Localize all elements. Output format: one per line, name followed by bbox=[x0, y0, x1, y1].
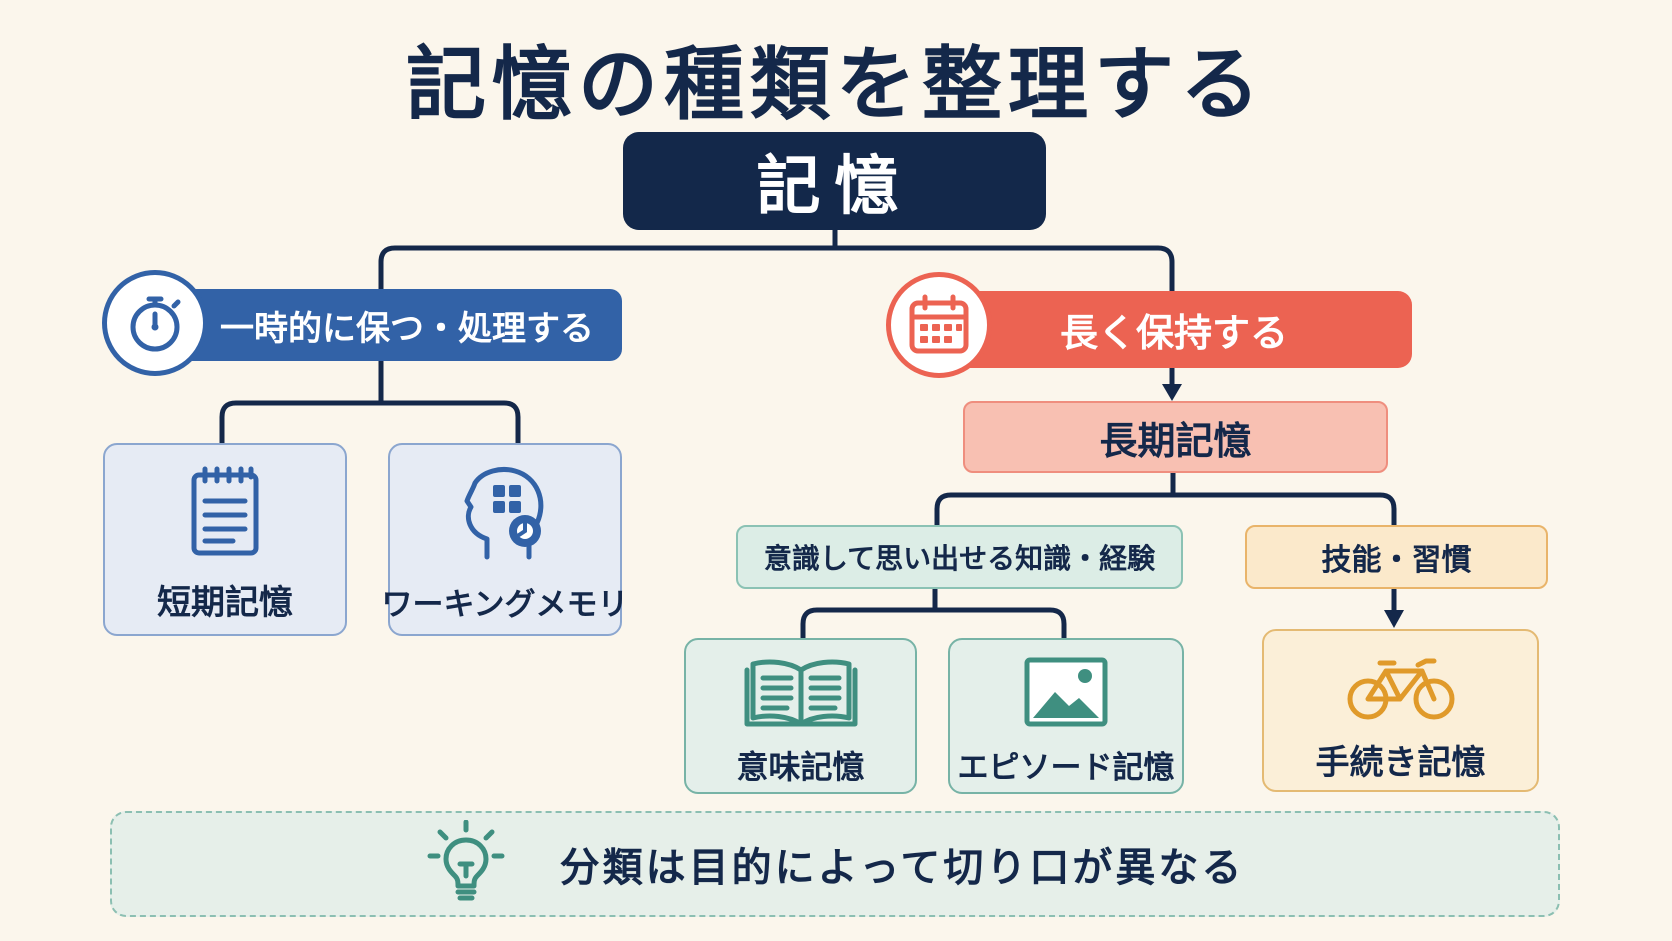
card-short-term-memory: 短期記憶 bbox=[103, 443, 347, 636]
card-short-term-memory-label: 短期記憶 bbox=[157, 583, 293, 623]
card-semantic-memory: 意味記憶 bbox=[684, 638, 917, 794]
root-node-memory: 記憶 bbox=[623, 132, 1046, 230]
branch-long-term-label: 長く保持する bbox=[1060, 311, 1289, 355]
branch-short-term-label: 一時的に保つ・処理する bbox=[220, 308, 594, 349]
card-episodic-memory-label: エピソード記憶 bbox=[957, 750, 1175, 786]
picture-icon bbox=[1023, 656, 1109, 732]
note-text: 分類は目的によって切り口が異なる bbox=[559, 845, 1245, 891]
notepad-icon bbox=[189, 465, 261, 561]
note-banner: 分類は目的によって切り口が異なる bbox=[110, 811, 1560, 917]
group-procedural: 技能・習慣 bbox=[1245, 525, 1548, 589]
card-working-memory-label: ワーキングメモリ bbox=[381, 587, 629, 623]
head-gears-icon bbox=[457, 465, 553, 565]
card-episodic-memory: エピソード記憶 bbox=[948, 638, 1184, 794]
card-semantic-memory-label: 意味記憶 bbox=[736, 748, 865, 786]
group-declarative: 意識して思い出せる知識・経験 bbox=[736, 525, 1183, 589]
open-book-icon bbox=[743, 656, 859, 732]
card-working-memory: ワーキングメモリ bbox=[381, 443, 629, 636]
card-procedural-memory: 手続き記憶 bbox=[1262, 629, 1539, 792]
bicycle-icon bbox=[1346, 653, 1456, 725]
stopwatch-icon bbox=[102, 270, 208, 376]
page-title: 記憶の種類を整理する bbox=[406, 38, 1266, 131]
branch-short-term: 一時的に保つ・処理する bbox=[150, 289, 622, 361]
calendar-icon bbox=[886, 272, 992, 378]
node-long-term-memory: 長期記憶 bbox=[963, 401, 1388, 473]
branch-long-term: 長く保持する bbox=[935, 291, 1412, 368]
lightbulb-icon bbox=[426, 819, 506, 908]
card-procedural-memory-label: 手続き記憶 bbox=[1315, 743, 1486, 783]
